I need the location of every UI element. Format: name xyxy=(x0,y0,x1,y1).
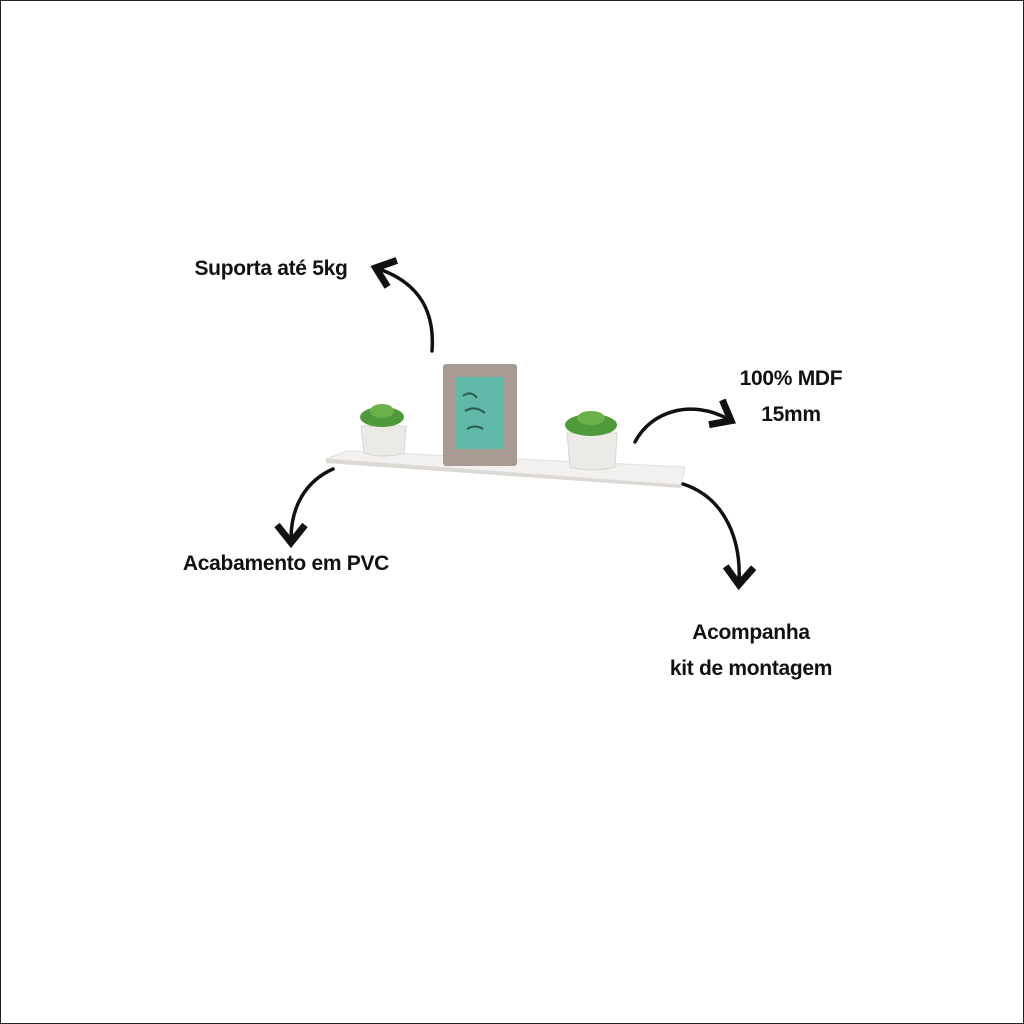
shelf xyxy=(325,450,686,488)
arrow-to-finish xyxy=(274,467,335,549)
finish-label: Acabamento em PVC xyxy=(182,552,390,575)
material-label: 100% MDF 15mm xyxy=(721,361,861,433)
picture-frame xyxy=(443,364,517,466)
kit-line-1: Acompanha xyxy=(692,621,810,644)
arrow-to-capacity xyxy=(370,257,435,353)
right-potted-plant xyxy=(565,411,618,471)
kit-label: Acompanha kit de montagem xyxy=(631,615,871,687)
arrow-to-kit xyxy=(681,482,757,591)
kit-line-2: kit de montagem xyxy=(669,657,833,680)
capacity-label: Suporta até 5kg xyxy=(194,257,348,280)
material-line-1: 100% MDF xyxy=(739,367,843,390)
left-potted-plant xyxy=(360,404,407,457)
arrow-to-material xyxy=(633,398,737,444)
material-line-2: 15mm xyxy=(761,403,821,426)
